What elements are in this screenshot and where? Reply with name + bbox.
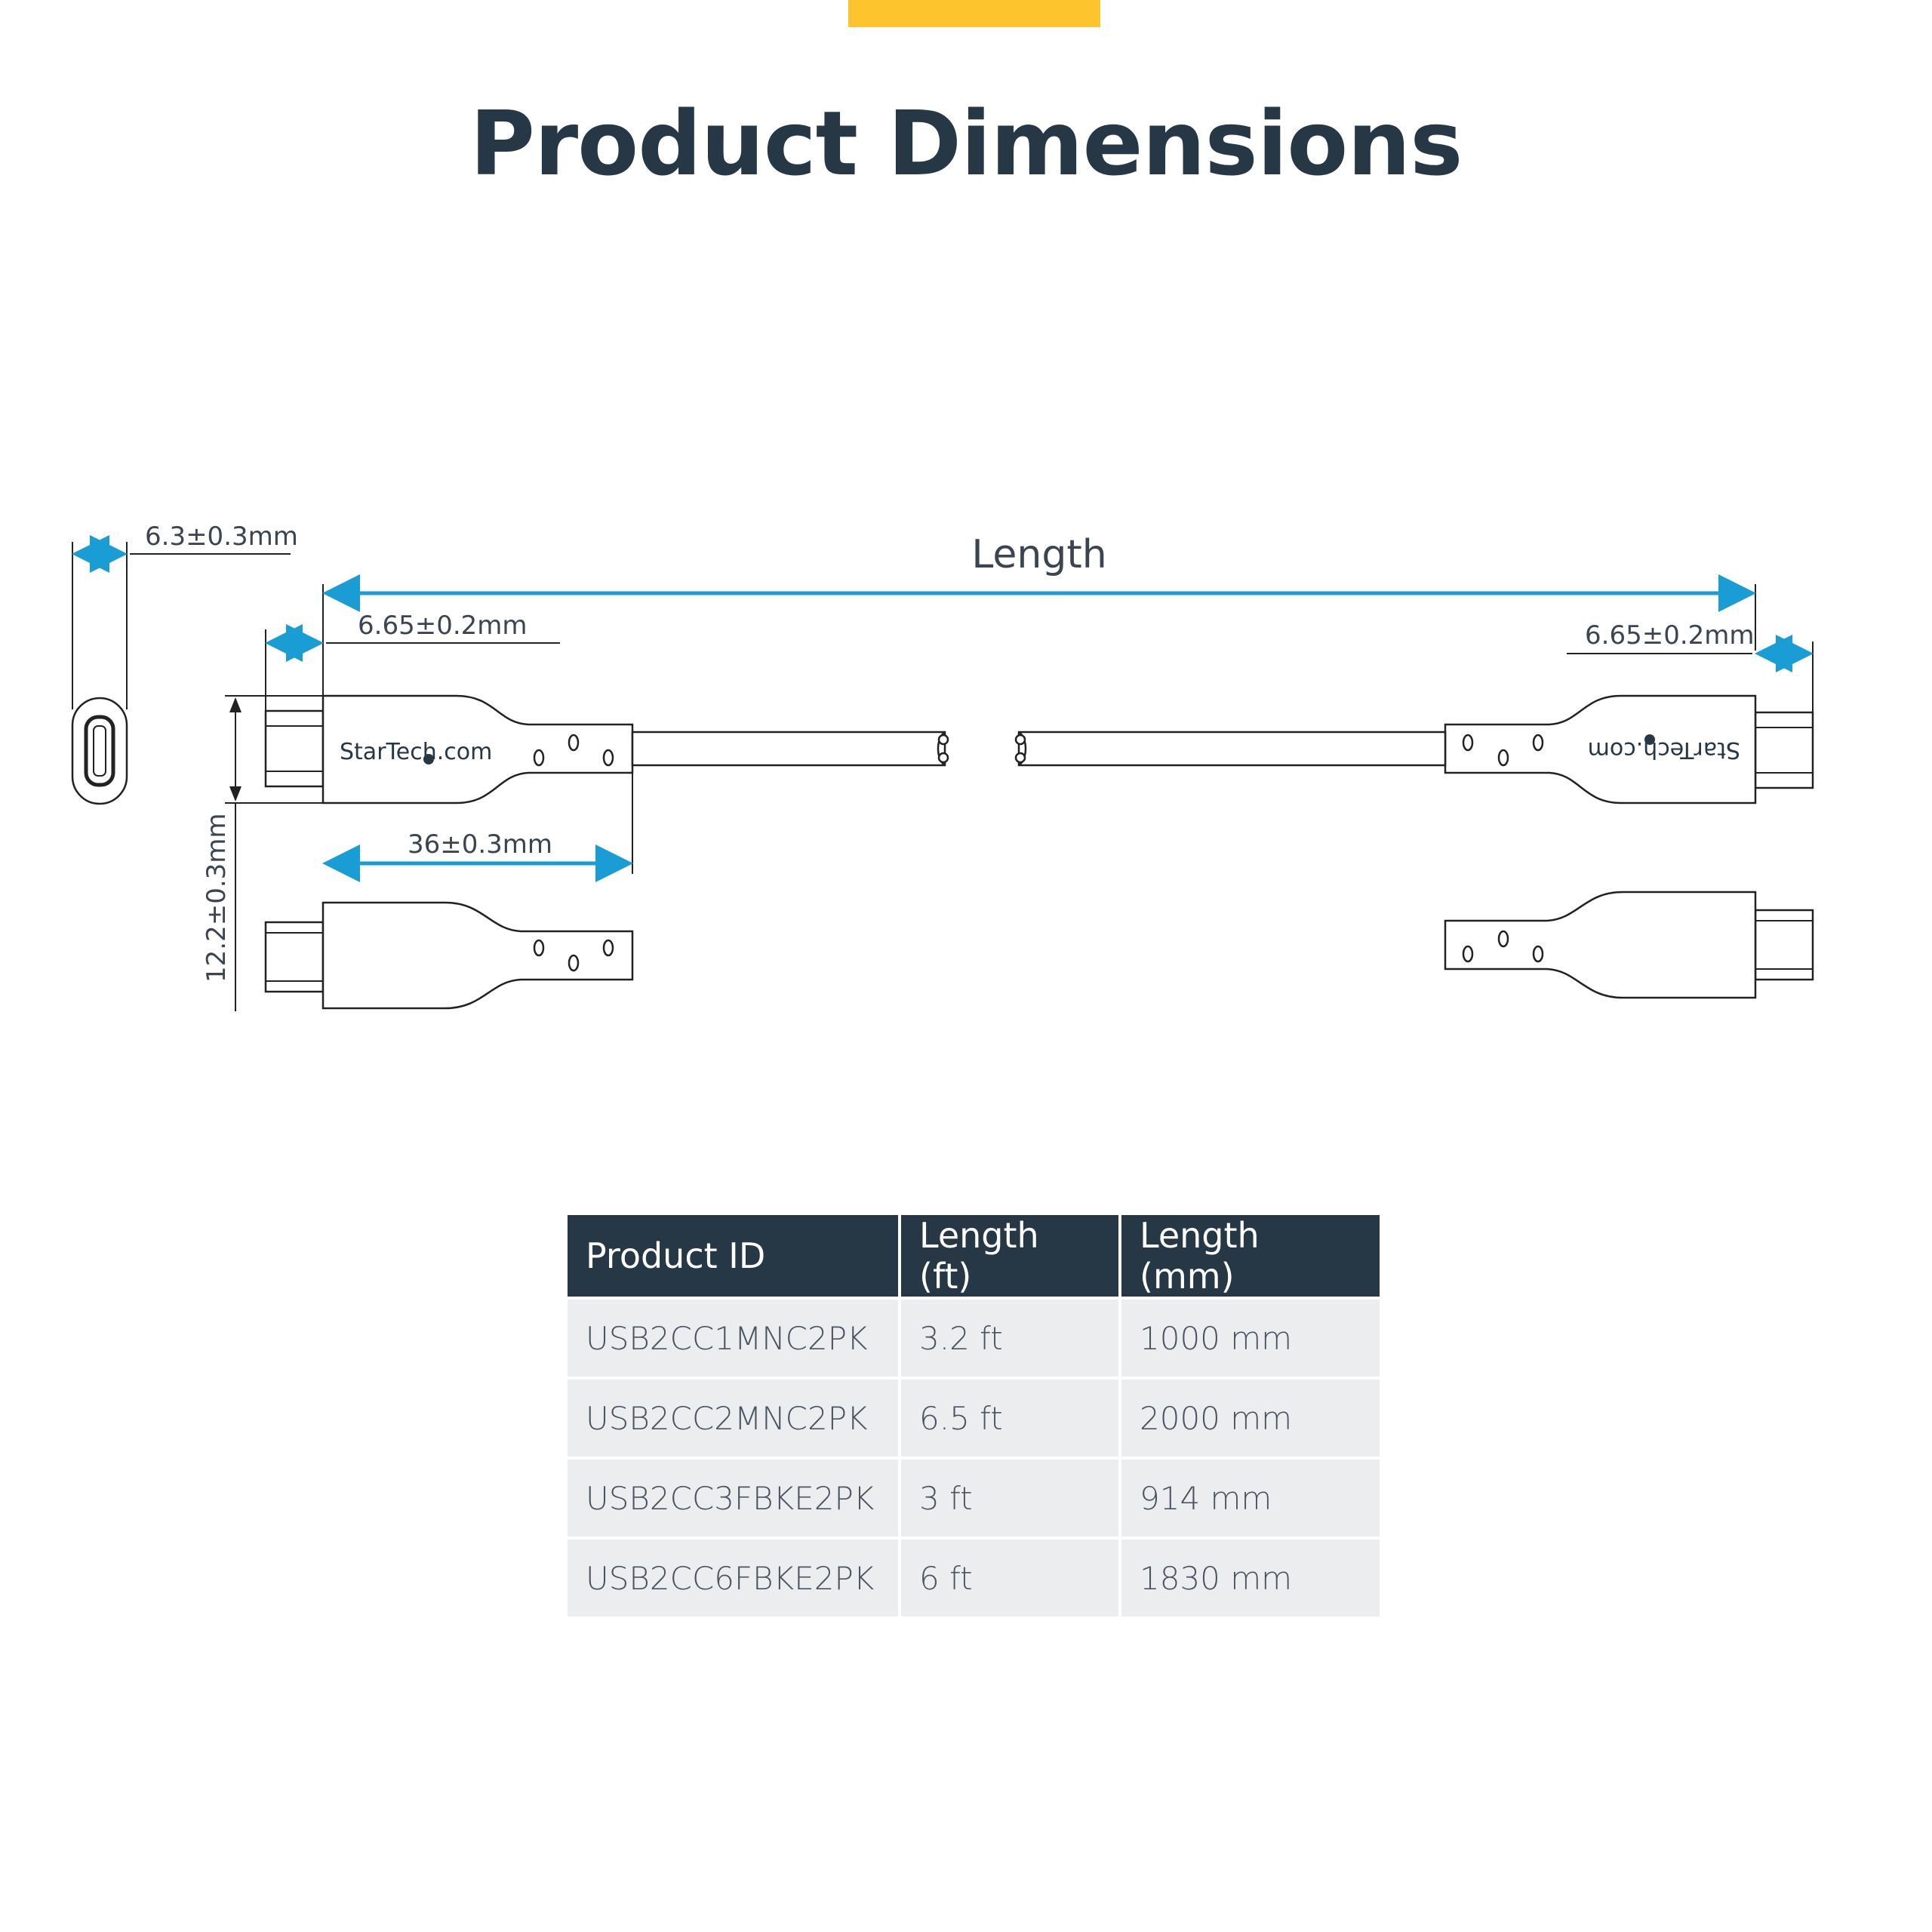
right-brand-dot	[1644, 734, 1655, 745]
right-connector-side	[1444, 891, 1814, 999]
left-brand-dot	[423, 754, 434, 764]
length-label: Length	[971, 532, 1106, 577]
port-width-dimension: 6.3±0.3mm	[72, 521, 298, 573]
accent-bar	[848, 0, 1100, 27]
table-row: USB2CC1MNC2PK 3.2 ft 1000 mm	[568, 1300, 1380, 1377]
body-length-dimension: 36±0.3mm	[322, 724, 633, 882]
header-length-mm: Length (mm)	[1121, 1215, 1380, 1297]
port-end-view	[71, 542, 128, 805]
header-product-id: Product ID	[568, 1215, 898, 1297]
product-length-table: Product ID Length (ft) Length (mm) USB2C…	[565, 1212, 1383, 1620]
table-row: USB2CC6FBKE2PK 6 ft 1830 mm	[568, 1540, 1380, 1617]
table-header-row: Product ID Length (ft) Length (mm)	[568, 1215, 1380, 1297]
page-title: Product Dimensions	[469, 91, 1463, 195]
height-label: 12.2±0.3mm	[202, 813, 232, 983]
left-tip-label: 6.65±0.2mm	[358, 611, 528, 641]
right-connector-top	[1014, 694, 1814, 804]
port-width-label: 6.3±0.3mm	[145, 521, 298, 552]
length-dimension: Length	[322, 532, 1756, 804]
table-row: USB2CC2MNC2PK 6.5 ft 2000 mm	[568, 1380, 1380, 1457]
header-length-ft: Length (ft)	[901, 1215, 1118, 1297]
right-tip-label: 6.65±0.2mm	[1585, 620, 1755, 651]
cell-length-mm: 1830 mm	[1121, 1540, 1380, 1617]
left-brand-logo: StarTech.com	[340, 739, 492, 765]
cell-length-mm: 2000 mm	[1121, 1380, 1380, 1457]
table-row: USB2CC3FBKE2PK 3 ft 914 mm	[568, 1460, 1380, 1537]
left-connector-side	[264, 901, 634, 1010]
cell-length-ft: 3 ft	[901, 1460, 1118, 1537]
cell-length-mm: 1000 mm	[1121, 1300, 1380, 1377]
height-dimension: 12.2±0.3mm	[202, 695, 323, 1011]
cell-product-id: USB2CC6FBKE2PK	[568, 1540, 898, 1617]
left-connector-top	[264, 694, 949, 804]
cell-length-mm: 914 mm	[1121, 1460, 1380, 1537]
cell-product-id: USB2CC2MNC2PK	[568, 1380, 898, 1457]
cell-length-ft: 6 ft	[901, 1540, 1118, 1617]
cell-length-ft: 6.5 ft	[901, 1380, 1118, 1457]
right-brand-logo: StarTech.com	[1588, 737, 1740, 763]
cell-length-ft: 3.2 ft	[901, 1300, 1118, 1377]
cell-product-id: USB2CC3FBKE2PK	[568, 1460, 898, 1537]
cable-dimension-diagram: 6.3±0.3mm Length 6.65±0.2mm 6.65±0.2mm 1…	[71, 521, 1814, 1011]
body-length-label: 36±0.3mm	[408, 829, 552, 860]
cell-product-id: USB2CC1MNC2PK	[568, 1300, 898, 1377]
